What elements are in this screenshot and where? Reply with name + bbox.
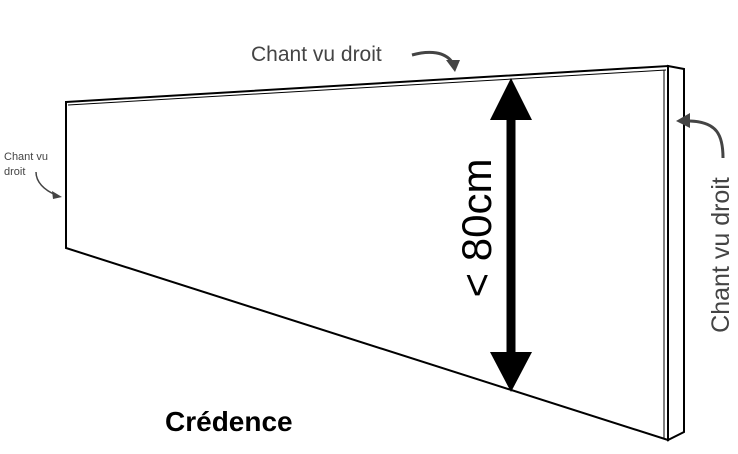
left-edge-label-line2: droit <box>4 166 25 178</box>
right-edge-label: Chant vu droit <box>707 177 735 333</box>
curved-arrow-icon <box>676 113 725 159</box>
diagram-title: Crédence <box>165 406 293 437</box>
height-arrow <box>490 78 532 392</box>
curved-arrow-icon <box>411 50 460 72</box>
panel-right-edge <box>667 64 685 442</box>
panel-front-face <box>65 64 669 442</box>
height-label: < 80cm <box>453 159 500 298</box>
left-edge-label-line1: Chant vu <box>4 151 48 163</box>
curved-arrow-icon <box>35 171 62 199</box>
top-edge-label: Chant vu droit <box>251 43 382 66</box>
panel-top-edge <box>67 69 667 106</box>
